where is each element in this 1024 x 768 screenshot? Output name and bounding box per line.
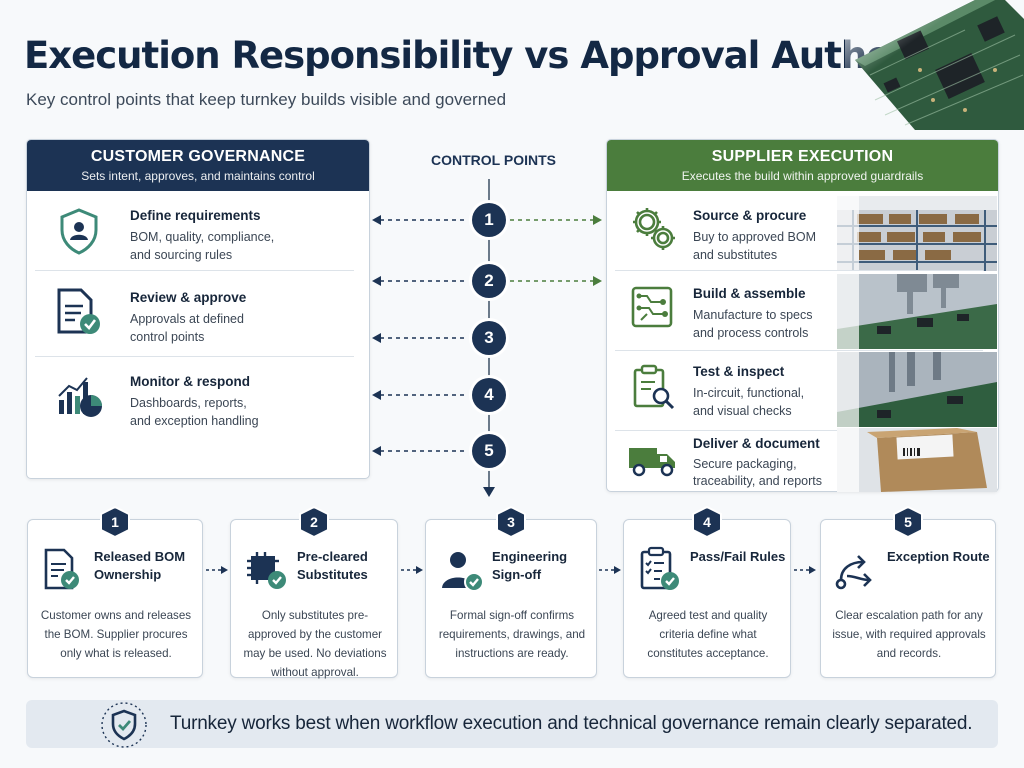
customer-item-title: Review & approve bbox=[130, 290, 247, 305]
footer-banner: Turnkey works best when workflow executi… bbox=[26, 700, 998, 748]
customer-item-define-requirements: Define requirements BOM, quality, compli… bbox=[27, 198, 369, 268]
customer-item-desc: and sourcing rules bbox=[130, 248, 233, 262]
supplier-item-title: Build & assemble bbox=[693, 286, 806, 301]
customer-item-monitor-respond: Monitor & respond Dashboards, reports, a… bbox=[27, 362, 369, 452]
card-arrow bbox=[401, 566, 423, 574]
customer-item-title: Define requirements bbox=[130, 208, 261, 223]
supplier-item-test-inspect: Test & inspect In-circuit, functional, a… bbox=[607, 352, 998, 428]
divider bbox=[615, 430, 983, 431]
supplier-item-build-assemble: Build & assemble Manufacture to specs an… bbox=[607, 272, 998, 349]
chip-check-icon bbox=[243, 546, 291, 594]
card-arrow bbox=[794, 566, 816, 574]
customer-item-desc: and exception handling bbox=[130, 414, 259, 428]
supplier-item-desc: and visual checks bbox=[693, 404, 792, 418]
card-description: Customer owns and releases the BOM. Supp… bbox=[40, 609, 192, 660]
page-title: Execution Responsibility vs Approval Aut… bbox=[24, 34, 960, 77]
customer-governance-panel: CUSTOMER GOVERNANCE Sets intent, approve… bbox=[26, 139, 370, 479]
shield-check-icon bbox=[98, 700, 150, 750]
checklist-icon bbox=[636, 546, 684, 594]
inspection-photo bbox=[837, 352, 997, 427]
circuit-icon bbox=[627, 282, 679, 334]
supplier-item-title: Test & inspect bbox=[693, 364, 785, 379]
control-point-1: 1 bbox=[472, 203, 506, 237]
card-title: Released BOM Ownership bbox=[94, 549, 186, 582]
card-arrow bbox=[599, 566, 621, 574]
released-bom-icon bbox=[40, 546, 88, 594]
card-description: Only substitutes pre-approved by the cus… bbox=[243, 609, 387, 679]
card-number: 3 bbox=[507, 514, 515, 530]
divider bbox=[35, 356, 354, 357]
customer-item-title: Monitor & respond bbox=[130, 374, 250, 389]
customer-item-desc: control points bbox=[130, 330, 205, 344]
route-icon bbox=[833, 546, 881, 594]
package-photo bbox=[837, 428, 997, 492]
hexagon-badge: 1 bbox=[100, 506, 130, 538]
card-number: 4 bbox=[703, 514, 711, 530]
hexagon-badge: 3 bbox=[496, 506, 526, 538]
customer-governance-subtitle: Sets intent, approves, and maintains con… bbox=[81, 169, 315, 183]
card-description: Formal sign-off confirms requirements, d… bbox=[438, 609, 586, 660]
shield-user-icon bbox=[53, 206, 105, 258]
customer-item-desc: Dashboards, reports, bbox=[130, 396, 247, 410]
divider bbox=[615, 350, 983, 351]
control-card-released-bom: 1 Released BOM Ownership Customer owns a… bbox=[27, 506, 203, 678]
supplier-execution-panel: SUPPLIER EXECUTION Executes the build wi… bbox=[606, 139, 999, 492]
supplier-item-title: Source & procure bbox=[693, 208, 807, 223]
customer-item-review-approve: Review & approve Approvals at defined co… bbox=[27, 276, 369, 356]
control-point-4: 4 bbox=[472, 378, 506, 412]
supplier-item-desc: and process controls bbox=[693, 326, 809, 340]
supplier-item-desc: Secure packaging, bbox=[693, 457, 797, 471]
card-number: 1 bbox=[111, 514, 119, 530]
control-card-engineering-sign-off: 3 Engineering Sign-off Formal sign-off c… bbox=[425, 506, 597, 678]
control-card-exception-route: 5 Exception Route Clear escalation path … bbox=[820, 506, 996, 678]
document-check-icon bbox=[53, 286, 105, 338]
control-point-5: 5 bbox=[472, 434, 506, 468]
gears-icon bbox=[627, 202, 679, 254]
footer-text: Turnkey works best when workflow executi… bbox=[170, 713, 973, 734]
customer-item-desc: BOM, quality, compliance, bbox=[130, 230, 275, 244]
control-card-pass-fail-rules: 4 Pass/Fail Rules Agreed test and qualit… bbox=[623, 506, 791, 678]
supplier-item-desc: and substitutes bbox=[693, 248, 778, 262]
card-title: Pass/Fail Rules bbox=[690, 549, 786, 564]
clipboard-search-icon bbox=[627, 362, 679, 414]
card-description: Clear escalation path for any issue, wit… bbox=[832, 609, 986, 660]
hexagon-badge: 4 bbox=[692, 506, 722, 538]
card-number: 5 bbox=[904, 514, 912, 530]
supplier-item-desc: traceability, and reports bbox=[693, 474, 822, 488]
person-check-icon bbox=[438, 546, 486, 594]
supplier-item-title: Deliver & document bbox=[693, 436, 820, 451]
supplier-item-desc: Manufacture to specs bbox=[693, 308, 813, 322]
hexagon-badge: 2 bbox=[299, 506, 329, 538]
supplier-execution-title: SUPPLIER EXECUTION bbox=[711, 148, 894, 165]
card-description: Agreed test and quality criteria define … bbox=[647, 609, 769, 660]
card-title: Exception Route bbox=[887, 549, 990, 564]
page-subtitle: Key control points that keep turnkey bui… bbox=[26, 90, 507, 109]
supplier-execution-header: SUPPLIER EXECUTION Executes the build wi… bbox=[607, 140, 998, 191]
warehouse-photo bbox=[837, 196, 997, 271]
control-points-title: CONTROL POINTS bbox=[431, 152, 556, 168]
supplier-item-deliver-document: Deliver & document Secure packaging, tra… bbox=[607, 428, 998, 492]
card-number: 2 bbox=[310, 514, 318, 530]
supplier-item-desc: Buy to approved BOM bbox=[693, 230, 816, 244]
customer-item-desc: Approvals at defined bbox=[130, 312, 244, 326]
hexagon-badge: 5 bbox=[893, 506, 923, 538]
card-arrow bbox=[206, 566, 228, 574]
supplier-item-source-procure: Source & procure Buy to approved BOM and… bbox=[607, 192, 998, 271]
chart-icon bbox=[53, 372, 105, 424]
divider bbox=[35, 270, 354, 271]
supplier-execution-subtitle: Executes the build within approved guard… bbox=[681, 169, 924, 183]
assembly-photo bbox=[837, 274, 997, 349]
customer-governance-title: CUSTOMER GOVERNANCE bbox=[90, 148, 306, 165]
control-point-2: 2 bbox=[472, 264, 506, 298]
circuit-board-image bbox=[845, 0, 1024, 130]
customer-governance-header: CUSTOMER GOVERNANCE Sets intent, approve… bbox=[27, 140, 369, 191]
control-point-3: 3 bbox=[472, 321, 506, 355]
divider bbox=[615, 270, 983, 271]
supplier-item-desc: In-circuit, functional, bbox=[693, 386, 805, 400]
card-title: Engineering Sign-off bbox=[492, 549, 568, 582]
truck-icon bbox=[627, 434, 679, 486]
card-title: Pre-cleared Substitutes bbox=[297, 549, 368, 582]
control-card-pre-cleared-substitutes: 2 Pre-cleared Substitutes Only substitut… bbox=[230, 506, 398, 679]
